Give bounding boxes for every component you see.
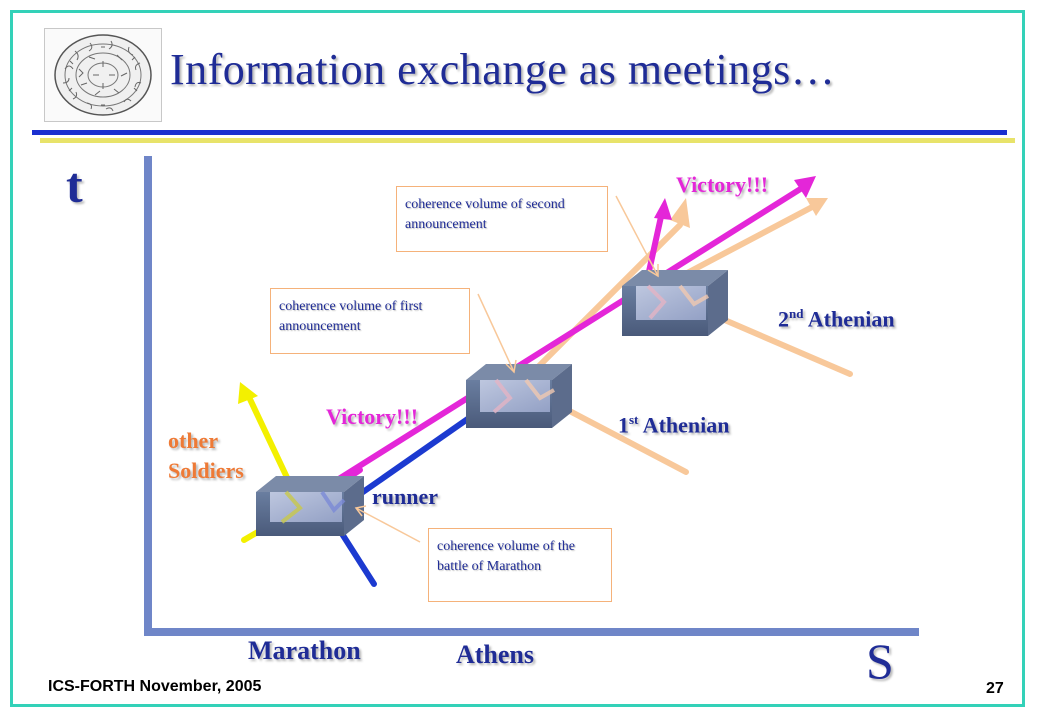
pointer-battle-head [354, 505, 367, 517]
pointer-second [615, 195, 659, 277]
victory-label-top: Victory!!! [676, 172, 769, 197]
other-soldiers-label: other Soldiers [168, 426, 244, 486]
pointer-first-head [505, 359, 517, 374]
callout-second-announcement: coherence volume of second announcement [396, 186, 608, 252]
coherence-box-second [622, 270, 728, 336]
second-athenian-sup: nd [789, 306, 804, 321]
slide-frame [10, 10, 1025, 707]
phaistos-disc-logo [44, 28, 162, 122]
second-athenian-label: 2nd Athenian [778, 306, 895, 332]
page-number: 27 [986, 680, 1004, 697]
victory-signal-line [315, 185, 805, 495]
second-athenian-arrowhead [806, 198, 828, 216]
callout-pointers [354, 195, 659, 543]
pointer-second-head [647, 264, 659, 278]
time-axis-label: t [66, 157, 83, 213]
victory-signal-arrowhead [794, 176, 816, 198]
footer-org-date: ICS-FORTH November, 2005 [48, 678, 262, 695]
runner-label: runner [372, 484, 438, 509]
title-underline-blue [32, 130, 1007, 135]
coherence-box-marathon [256, 476, 364, 536]
first-athenian-sup: st [629, 412, 639, 427]
first-athenian-label: 1st Athenian [618, 412, 729, 438]
second-athenian-num: 2 [778, 306, 789, 332]
other-soldiers-arrowhead [238, 382, 258, 404]
space-axis-label: S [866, 633, 894, 689]
pointer-battle [355, 507, 421, 543]
callout-battle-of-marathon: coherence volume of the battle of Marath… [428, 528, 612, 602]
time-axis [144, 156, 152, 634]
marathon-label: Marathon [248, 636, 361, 665]
first-athenian-num: 1 [618, 412, 629, 438]
coherence-box-first [466, 364, 572, 428]
second-athenian-text: Athenian [803, 306, 895, 332]
first-athenian-text: Athenian [638, 412, 730, 438]
space-axis [144, 628, 919, 636]
victory-signal-up-arrowhead [654, 198, 672, 220]
axes [144, 156, 919, 636]
title-underline-yellow [40, 138, 1015, 143]
victory-label-mid: Victory!!! [326, 404, 419, 429]
victory-signal-up [645, 209, 665, 279]
other-soldiers-line-2: Soldiers [168, 458, 244, 483]
athens-label: Athens [456, 640, 535, 669]
slide-title: Information exchange as meetings… [170, 45, 836, 94]
pointer-first [477, 293, 515, 373]
other-soldiers-line-1: other [168, 428, 219, 453]
callout-first-announcement: coherence volume of first announcement [270, 288, 470, 354]
first-athenian-arrowhead [670, 198, 690, 228]
